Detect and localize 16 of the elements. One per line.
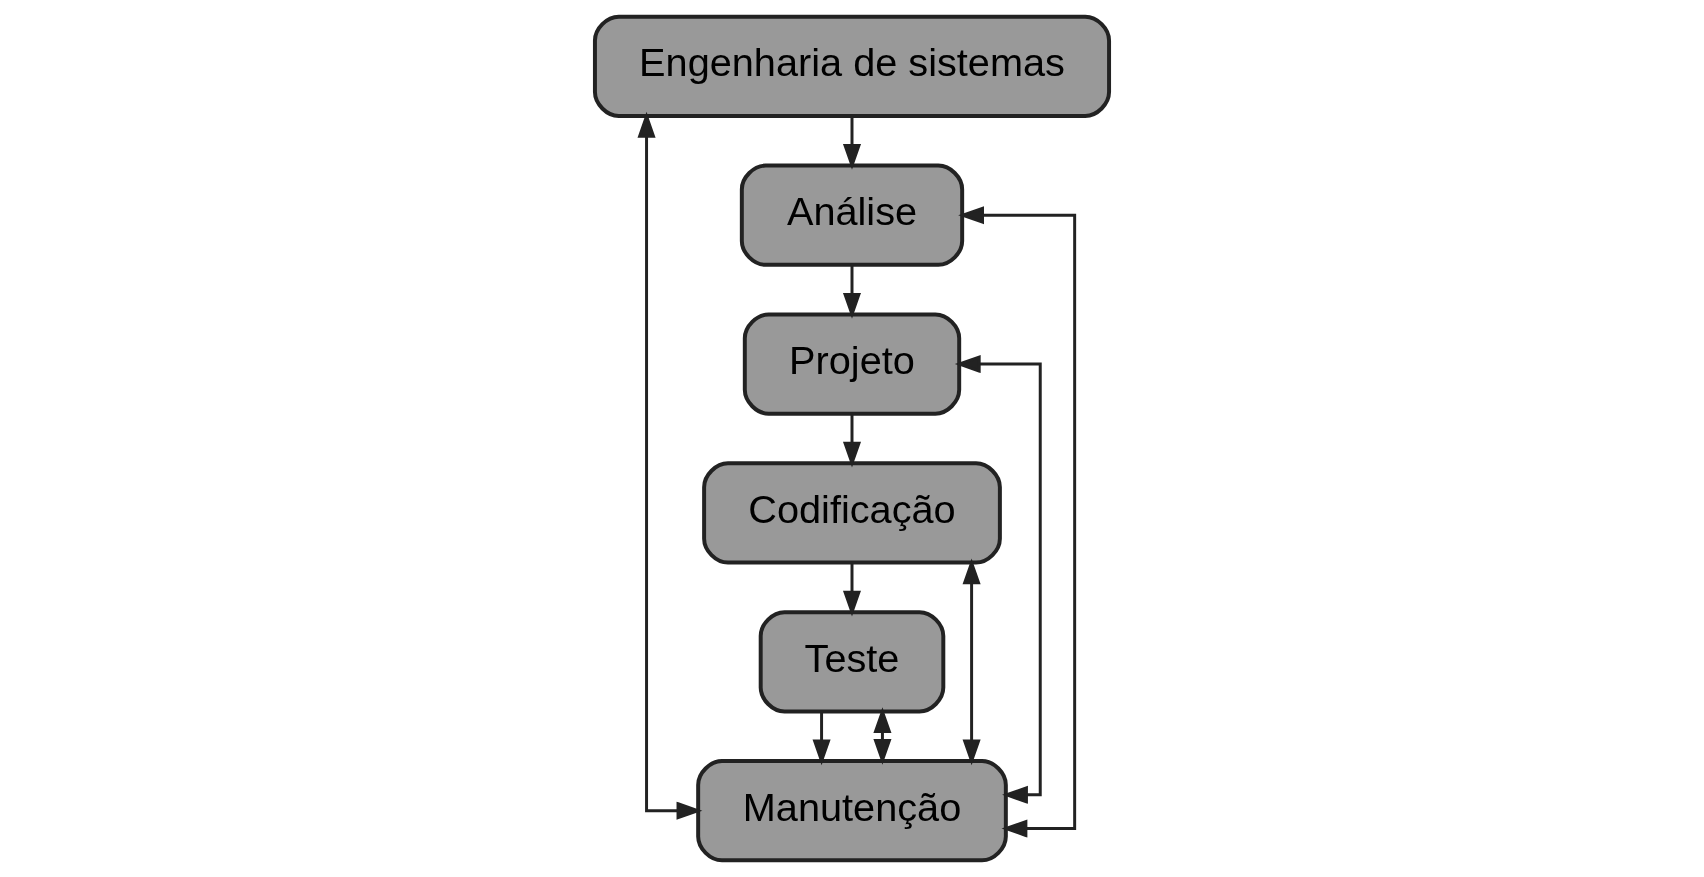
arrow: [812, 712, 831, 766]
arrow: [842, 116, 862, 170]
node-box: Análise: [739, 163, 965, 267]
arrow: [962, 558, 981, 766]
arrow: [954, 355, 1042, 804]
arrow: [842, 265, 862, 319]
node-box: Manutenção: [696, 759, 1008, 863]
node-box: Codificação: [702, 461, 1002, 565]
arrow: [842, 563, 862, 617]
node-box: Projeto: [742, 312, 962, 416]
node-box: Teste: [758, 610, 946, 714]
node-box: Engenharia de sistemas: [592, 14, 1112, 118]
arrow: [842, 414, 862, 468]
arrow: [637, 111, 703, 820]
arrow: [873, 707, 892, 765]
arrow: [958, 206, 1077, 838]
